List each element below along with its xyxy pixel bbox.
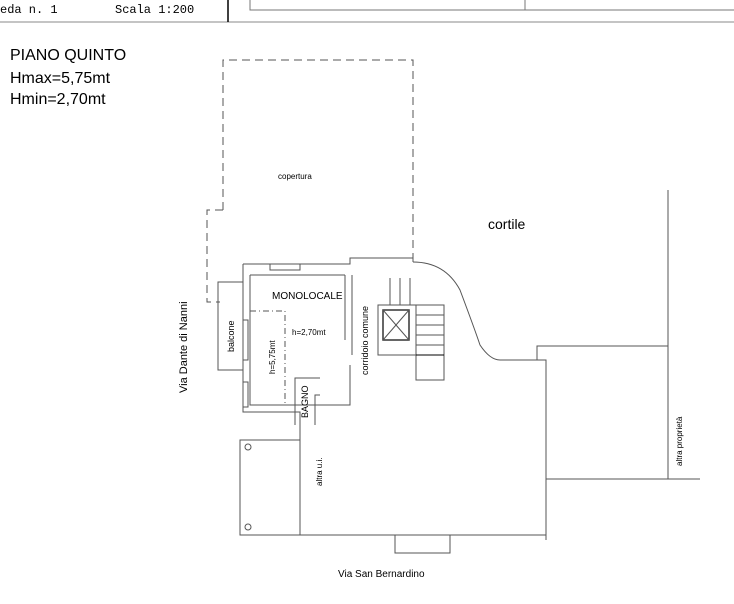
corridoio-label: corridoio comune — [360, 305, 370, 375]
altra-ui-label: altra u.i. — [315, 457, 324, 486]
scale-label: Scala 1:200 — [115, 3, 195, 17]
floor-title: PIANO QUINTO — [10, 47, 127, 64]
street-bottom-label: Via San Bernardino — [338, 569, 425, 580]
altra-proprieta-label: altra proprietà — [675, 416, 684, 466]
height-high-label: h=5,75mt — [268, 340, 277, 374]
copertura-outline — [222, 59, 414, 262]
balcone-label: balcone — [226, 320, 236, 352]
copertura-label: copertura — [278, 172, 312, 181]
monolocale-label: MONOLOCALE — [272, 291, 343, 302]
street-left-label: Via Dante di Nanni — [178, 301, 190, 393]
bagno-label: BAGNO — [300, 385, 310, 418]
sheet-number: eda n. 1 — [0, 3, 58, 17]
cortile-label: cortile — [488, 216, 526, 232]
height-low-label: h=2,70mt — [292, 328, 326, 337]
hmin-label: Hmin=2,70mt — [10, 91, 106, 108]
hmax-label: Hmax=5,75mt — [10, 70, 111, 87]
